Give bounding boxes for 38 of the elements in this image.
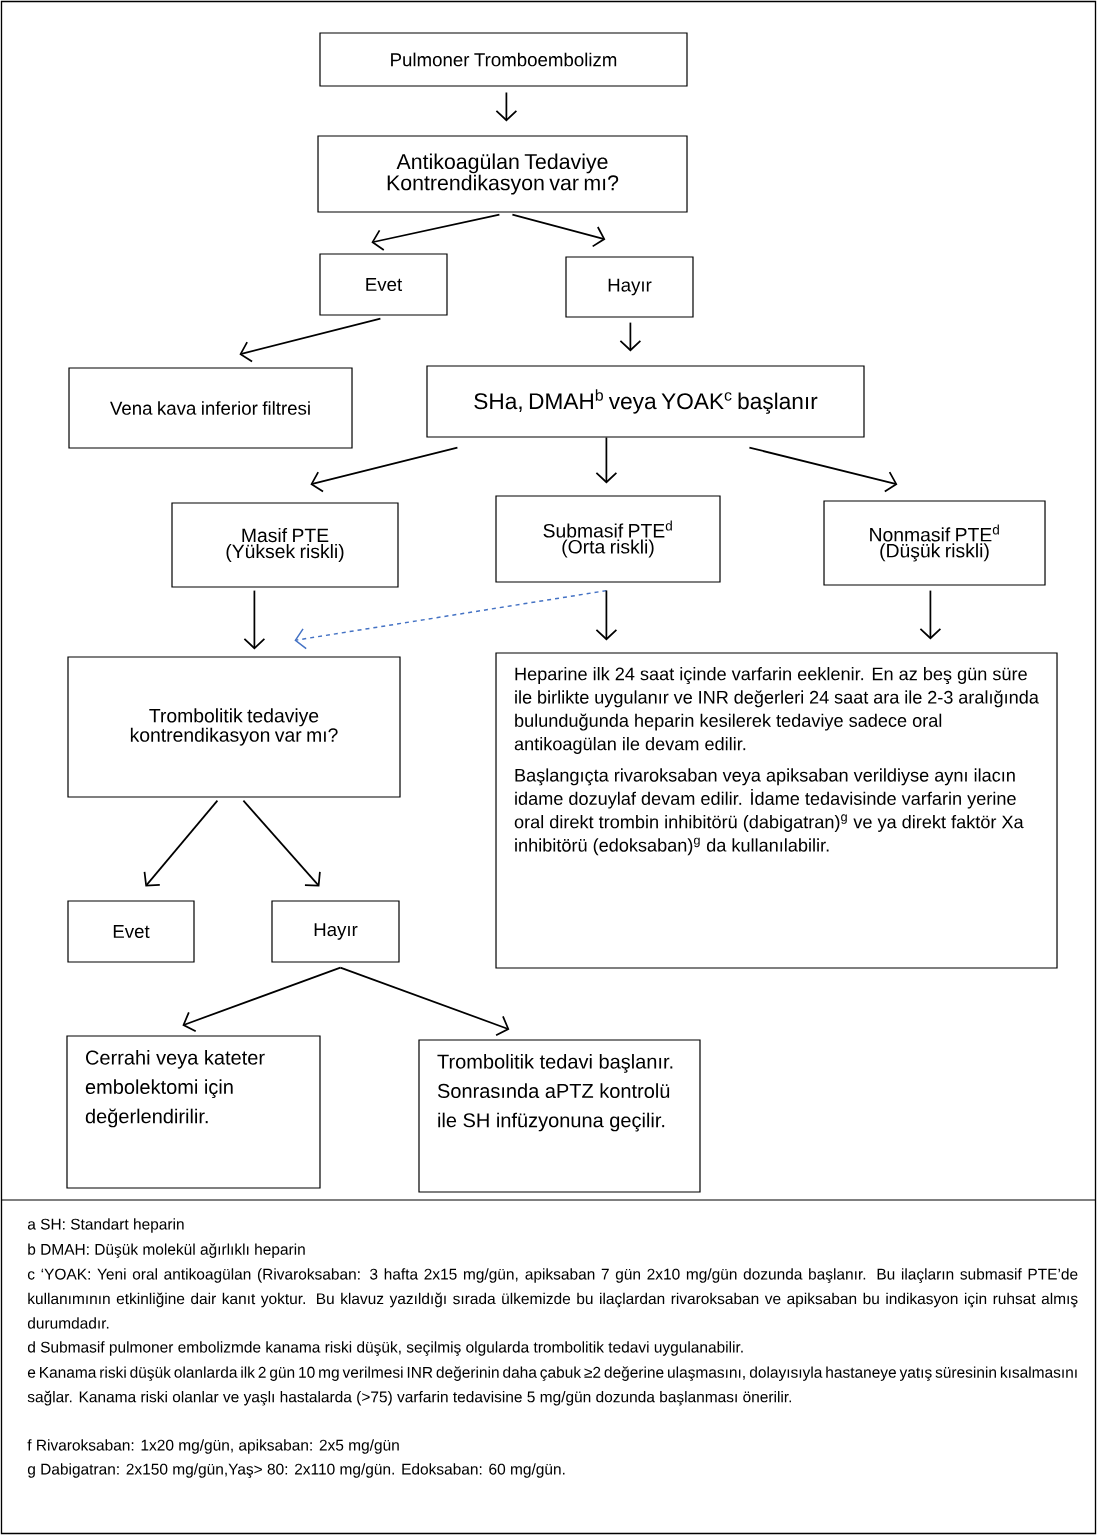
decision-box: Antikoagülan Tedaviye Kontrendikasyon var mı? [317,135,688,213]
arrow [339,966,510,1037]
footnote: c ‘YOAK: Yeni oral antikoagülan (Rivaroksaban: 3 hafta 2x15 mg/gün, apiksaban 7 gün 2x10 mg/gün dozunda başlanır. Bu ilaçların submasif PTE’de kullanımının etkinliğine dair kanıt yoktur. Bu klavuz yazıldığı sırada ülkemizde bu ilaçlardan rivaroksaban ve apiksaban bu indikasyon için ruhsat almış durumdadır. [27,1268,1078,1329]
arrow [239,317,382,363]
arrow [371,213,501,251]
arrow [294,589,608,650]
arrow [595,589,618,641]
footnote: f Rivaroksaban: 1x20 mg/gün, apiksaban: 2x5 mg/gün [27,1439,399,1454]
arrow [243,589,266,650]
arrow [143,799,219,887]
footnote: g Dabigatran: 2x150 mg/gün,Yaş> 80: 2x110 mg/gün. Edoksaban: 60 mg/gün. [27,1463,565,1478]
arrow [595,436,618,484]
footnote: d Submasif pulmoner embolizmde kanama riski düşük, seçilmiş olgularda trombolitik tedavi uygulanabilir. [27,1341,743,1356]
arrow [511,213,606,248]
process-box: Nonmasif PTE$^{d}$ (Düşük riskli) [823,500,1046,586]
process-box: SHa, DMAH$^{b}$ veya YOAK$^{c}$ başlanır [426,365,865,438]
process-box: Hayır [565,256,694,318]
process-box: Vena kava inferior filtresi [68,367,353,449]
arrow [182,966,342,1033]
process-box: Masif PTE (Yüksek riskli) [171,502,399,588]
process-box: Evet [67,900,195,963]
footnote: b DMAH: Düşük molekül ağırlıklı heparin [28,1243,305,1258]
process-box: Hayır [271,900,400,963]
arrow [310,446,459,493]
text-box: Trombolitik tedavi başlanır. Sonrasında aPTZ kontrolü ile SH infüzyonuna geçilir. [418,1039,701,1193]
footnote: e Kanama riski düşük olanlarda ilk 2 gün 10 mg verilmesi INR değerinin daha çabuk ≥2 değerine ulaşmasını, dolayısıyla hastaneye yatış süresinin kısalmasını sağlar. Kanama riski olanlar ve yaşlı hastalarda (>75) varfarin tedavisine 5 mg/gün dozunda başlanması önerilir. [27,1366,1077,1406]
text-box: Heparine ilk 24 saat içinde varfarin eeklenir. En az beş gün süre ile birlikte uygulanır ve INR değerleri 24 saat ara ile 2-3 aralığında bulunduğunda heparin kesilerek tedaviye sadece oral antikoagülan ile devam edilir. Başlangıçta rivaroksaban veya apiksaban verildiyse aynı ilacın idame dozuylaf devam edilir. İdame tedavisinde varfarin yerine oral direkt trombin inhibitörü (dabigatran)$^{g}$ ve ya direkt faktör Xa inhibitörü (edoksaban)$^{g}$ da kullanılabilir. [495,652,1058,969]
decision-box: Trombolitik tedaviye kontrendikasyon var mı? [67,656,401,798]
arrow [242,799,321,887]
process-box: Submasif PTE$^{d}$ (Orta riskli) [495,495,721,583]
process-box: Pulmoner Tromboembolizm [319,32,688,87]
footnote: a SH: Standart heparin [27,1218,184,1233]
arrow [748,446,898,493]
process-box: Evet [319,253,448,316]
arrow [919,589,942,640]
arrow [619,321,642,352]
arrow [495,91,518,122]
text-box: Cerrahi veya kateter embolektomi için değerlendirilir. [66,1035,321,1189]
